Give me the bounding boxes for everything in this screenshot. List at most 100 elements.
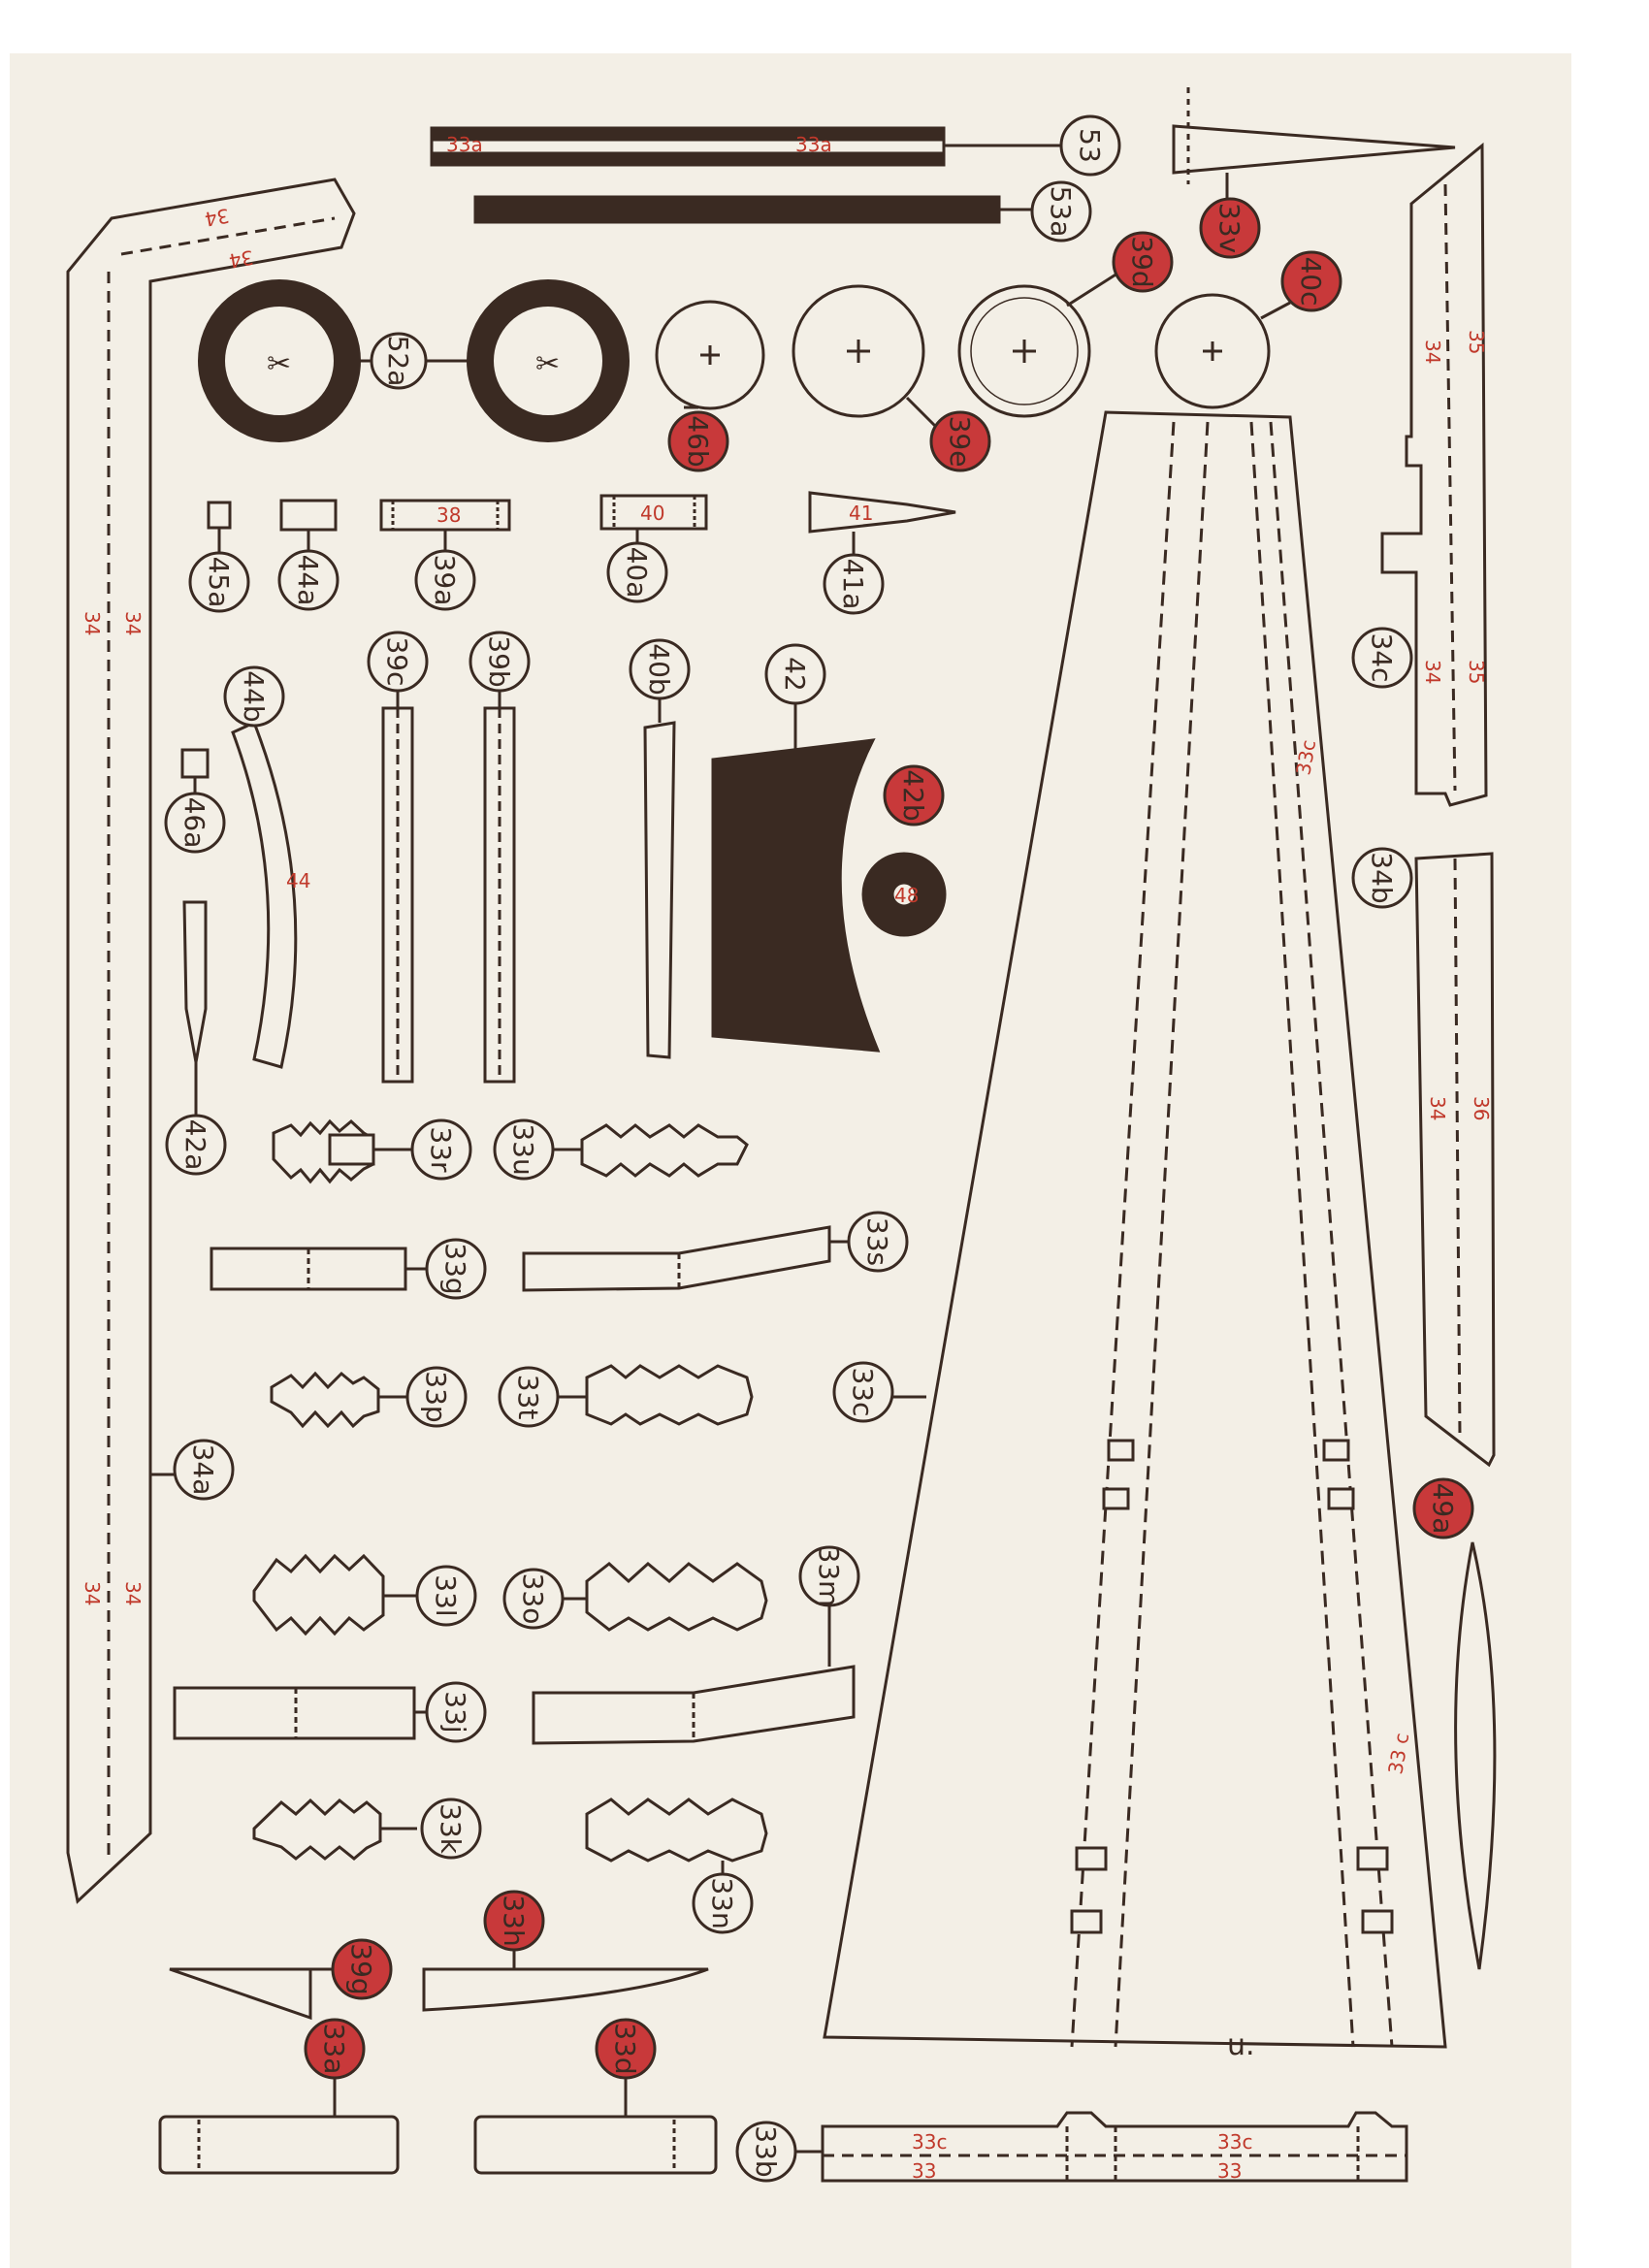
svg-text:33h: 33h [498,1895,530,1946]
svg-text:39a: 39a [429,555,461,606]
part-33m [532,1605,856,1745]
svg-text:33: 33 [1217,2159,1242,2183]
svg-text:33b: 33b [750,2125,782,2177]
svg-text:33v: 33v [1213,203,1245,253]
svg-text:33o: 33o [517,1573,549,1625]
part-34a: 34 34 34 34 34 34 [66,178,356,1904]
svg-text:45a: 45a [203,557,235,608]
svg-text:33j: 33j [439,1691,471,1733]
svg-text:33d: 33d [609,2023,641,2074]
label-44a: 44a [277,549,340,611]
svg-text:33s: 33s [861,1217,893,1266]
part-46c [655,300,765,410]
svg-text:34: 34 [1421,340,1444,364]
svg-text:34a: 34a [187,1444,219,1496]
svg-text:34: 34 [203,204,231,231]
label-33t: 33t [498,1366,560,1428]
label-33c: 33c [832,1361,894,1423]
part-33r [272,1118,412,1184]
svg-text:33a: 33a [795,133,832,156]
label-33s: 33s [847,1211,909,1273]
svg-text:34: 34 [1426,1096,1449,1120]
svg-text:33r: 33r [425,1126,457,1173]
part-33s [522,1225,849,1292]
part-40c [1154,293,1291,409]
part-52a: ✂ ✂ [198,279,630,442]
svg-text:40: 40 [640,502,664,525]
svg-text:40a: 40a [621,547,653,599]
label-33n: 33n [692,1872,754,1934]
svg-text:34: 34 [121,611,145,635]
part-40b [643,698,676,1059]
label-42b: 42b [883,764,945,826]
svg-text:33c: 33c [847,1367,879,1416]
label-40b: 40b [629,638,691,700]
label-53a: 53a [1030,180,1092,243]
label-42: 42 [764,643,826,705]
svg-text:34b: 34b [1366,852,1398,903]
part-42 [711,698,881,1053]
svg-text:39e: 39e [944,416,976,468]
svg-text:44: 44 [286,869,310,892]
svg-text:44a: 44a [292,555,324,606]
svg-text:34: 34 [227,245,255,273]
svg-text:34c: 34c [1366,632,1398,682]
svg-text:41: 41 [849,502,873,525]
part-45a [207,501,232,553]
svg-text:34: 34 [1421,660,1444,684]
svg-text:34: 34 [81,1581,104,1605]
label-42a: 42a [165,1114,227,1176]
svg-text:49a: 49a [1427,1483,1459,1535]
label-49a: 49a [1412,1477,1474,1539]
scissors-icon: ✂ [535,347,560,381]
svg-text:35: 35 [1465,330,1488,354]
part-34c-strip: 34 35 34 35 [1380,142,1488,807]
svg-text:34: 34 [121,1581,145,1605]
red-labels: 33v 39d 40c 46b 39e 42b 39g 33h 33a 33d … [304,197,1474,2080]
label-33p: 33p [405,1366,468,1428]
svg-text:46a: 46a [178,797,210,849]
label-33a: 33a [304,2018,366,2080]
svg-text:33k: 33k [435,1803,467,1855]
label-33d: 33d [595,2018,657,2080]
label-34c: 34c [1351,627,1413,689]
svg-text:33g: 33g [439,1243,471,1294]
label-39c: 39c [367,631,429,693]
svg-text:33p: 33p [420,1371,452,1422]
part-33c-wing: 33c 33 c u. [823,410,1447,2062]
label-44b: 44b [223,665,285,728]
part-33t [558,1364,754,1426]
label-39g: 39g [331,1938,393,2000]
svg-text:40c: 40c [1295,256,1327,306]
part-53a [473,195,1033,224]
part-49a [1454,1541,1497,1970]
label-45a: 45a [188,551,250,613]
part-33j [173,1686,432,1740]
part-34b-strip: 34 36 [1414,852,1496,1468]
part-33v [1172,87,1456,199]
svg-text:42b: 42b [897,769,929,821]
label-41a: 41a [823,553,885,615]
part-53: 33a 33a [430,126,1062,167]
label-33u: 33u [493,1118,555,1181]
svg-text:39c: 39c [381,636,413,686]
part-33l [252,1553,417,1636]
svg-text:u.: u. [1227,2028,1255,2062]
label-39a: 39a [414,549,476,611]
svg-text:53a: 53a [1045,186,1077,238]
part-33u [553,1123,749,1178]
svg-text:33a: 33a [446,133,483,156]
part-39e [792,284,938,429]
part-42b: 48 [861,852,947,937]
part-46a [180,748,210,794]
part-42a-piece [182,900,208,1116]
part-39d [957,270,1121,418]
label-33h: 33h [483,1890,545,1952]
label-33v: 33v [1199,197,1261,259]
part-39c [381,689,414,1084]
svg-text:34: 34 [81,611,104,635]
svg-text:38: 38 [436,503,461,527]
part-44b: 44 [231,720,310,1069]
svg-text:46b: 46b [682,415,714,467]
svg-text:33u: 33u [507,1123,539,1175]
